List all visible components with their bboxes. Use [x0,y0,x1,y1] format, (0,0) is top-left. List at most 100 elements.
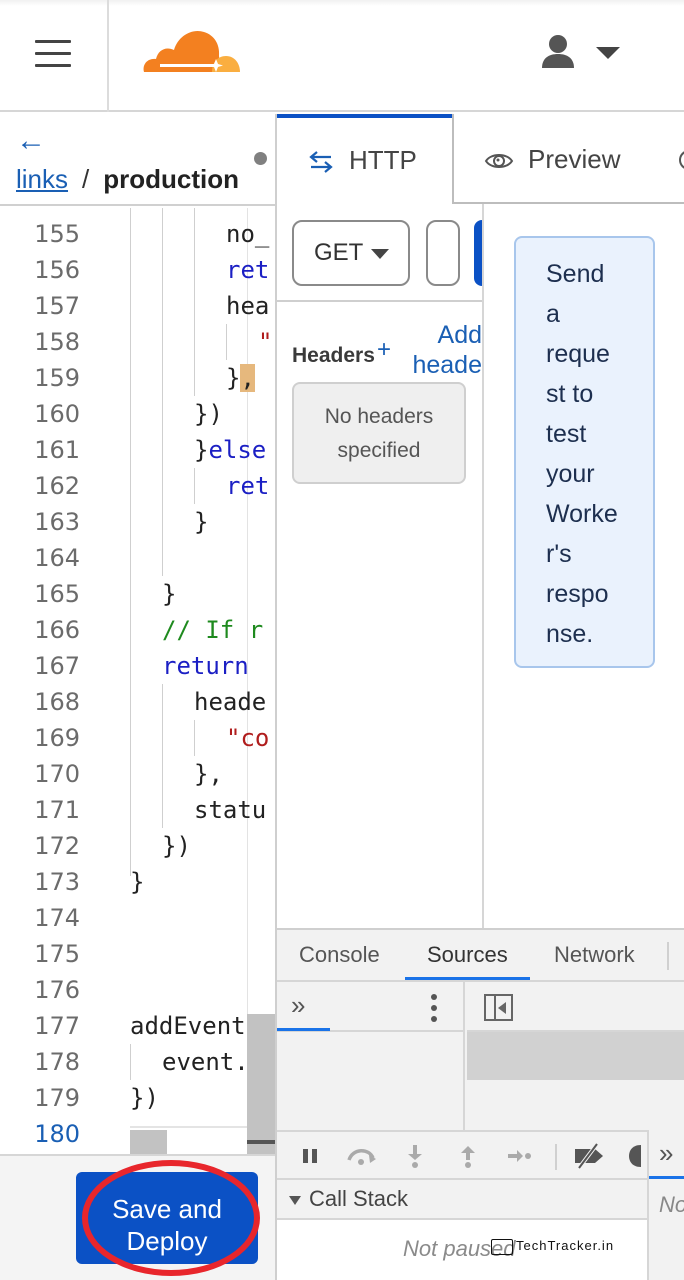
line-number: 170 [34,760,80,788]
indent-guide [194,720,195,756]
vertical-scrollbar[interactable] [247,1014,275,1154]
step-out-icon[interactable] [454,1142,482,1170]
code-token: } [194,436,209,464]
code-line: }, [226,360,255,396]
more-options-icon[interactable] [431,994,437,1022]
save-and-deploy-button[interactable]: Save and Deploy [76,1172,258,1264]
line-number: 172 [34,832,80,860]
sources-navigator: » [277,982,465,1130]
line-number: 162 [34,472,80,500]
deactivate-breakpoints-icon[interactable] [571,1142,607,1170]
devtools-tabs: Console Sources Network [277,930,684,982]
http-method-select[interactable]: GET [292,220,410,286]
code-line: }) [130,1084,159,1112]
sources-editor-placeholder [467,1032,684,1080]
hint-line: a [546,300,560,328]
save-and-deploy-label-line2: Deploy [126,1226,208,1256]
tab-http[interactable]: HTTP [277,114,452,204]
pause-icon[interactable] [297,1142,325,1170]
tab-preview[interactable]: Preview [452,114,684,204]
no-headers-line2: specified [337,439,421,462]
eye-icon [484,154,514,169]
breadcrumb-link-links[interactable]: links [16,164,69,194]
code-line: }, [194,760,223,788]
caret-down-icon [289,1195,301,1205]
line-number: 175 [34,940,80,968]
line-number: 171 [34,796,80,824]
code-line: } [162,580,177,608]
send-button[interactable] [474,220,482,286]
indent-guide [194,208,195,396]
line-number: 163 [34,508,80,536]
indent-guide [162,208,163,576]
code-token-keyword: else [208,436,267,464]
code-line: event.r [162,1048,264,1076]
code-editor[interactable]: 155 156 157 158 159 160 161 162 163 164 … [0,208,275,1154]
call-stack-body: Not paused TechTracker.in [277,1220,647,1280]
user-icon [542,35,574,68]
not-paused-text: Not paused [403,1236,516,1261]
hamburger-menu-icon[interactable] [35,40,71,68]
response-hint-box: Send a reque st to test your Worke r's r… [514,236,655,668]
hint-line: r's [546,540,572,568]
line-number-gutter: 155 156 157 158 159 160 161 162 163 164 … [0,208,110,1154]
line-number: 161 [34,436,80,464]
unsaved-indicator-dot [254,152,267,165]
chevron-double-right-icon[interactable]: » [291,990,306,1020]
code-line: no_ [226,220,270,248]
line-number: 167 [34,652,80,680]
code-line: ret [226,472,270,500]
code-line: return [162,652,249,680]
code-line: " [258,328,273,356]
line-number: 160 [34,400,80,428]
devtools-tab-sources[interactable]: Sources [405,930,530,980]
divider [482,204,484,928]
line-number: 166 [34,616,80,644]
step-icon[interactable] [505,1142,533,1170]
add-header-link[interactable]: Add heade [409,320,482,380]
navigator-header: » [277,982,465,1032]
indent-guide [226,324,227,360]
chevron-double-right-icon[interactable]: » [659,1138,674,1168]
line-number: 177 [34,1012,80,1040]
line-number: 158 [34,328,80,356]
line-number-active: 180 [34,1120,80,1148]
step-into-icon[interactable] [401,1142,429,1170]
line-number: 165 [34,580,80,608]
line-number: 178 [34,1048,80,1076]
url-input[interactable] [426,220,460,286]
code-line: addEventL [130,1012,261,1040]
code-line: } [194,508,209,536]
user-menu[interactable] [540,34,626,74]
arrow-left-icon[interactable]: ← [16,124,46,157]
divider [555,1144,557,1170]
horizontal-scrollbar-thumb[interactable] [130,1130,167,1154]
tab-preview-label: Preview [528,144,621,174]
arrows-left-right-icon [309,151,333,173]
code-line: } [130,868,145,896]
caret-down-icon [371,248,390,259]
step-over-icon[interactable] [345,1142,379,1170]
plus-icon[interactable]: + [377,336,392,363]
active-tab-underline [277,1028,330,1031]
tab-http-label: HTTP [349,145,417,175]
call-stack-label: Call Stack [309,1186,409,1211]
devtools-tab-console[interactable]: Console [299,942,380,967]
headers-label: Headers [292,344,375,367]
code-line: ret [226,256,270,284]
indent-guide [194,468,195,504]
toggle-navigator-icon[interactable] [484,994,513,1021]
indent-guide [130,208,131,876]
devtools-tab-network[interactable]: Network [554,942,635,967]
pause-on-exceptions-icon[interactable] [627,1142,641,1170]
line-number: 159 [34,364,80,392]
cloudflare-logo[interactable] [140,26,244,76]
no-headers-placeholder: No headers specified [292,382,466,484]
call-stack-section-header[interactable]: Call Stack [277,1180,647,1220]
indent-guide [130,1044,131,1080]
hint-line: reque [546,340,610,368]
editor-header: ← links/production [0,114,275,206]
http-method-value: GET [314,239,364,266]
debugger-toolbar [277,1130,647,1180]
divider [107,0,109,112]
